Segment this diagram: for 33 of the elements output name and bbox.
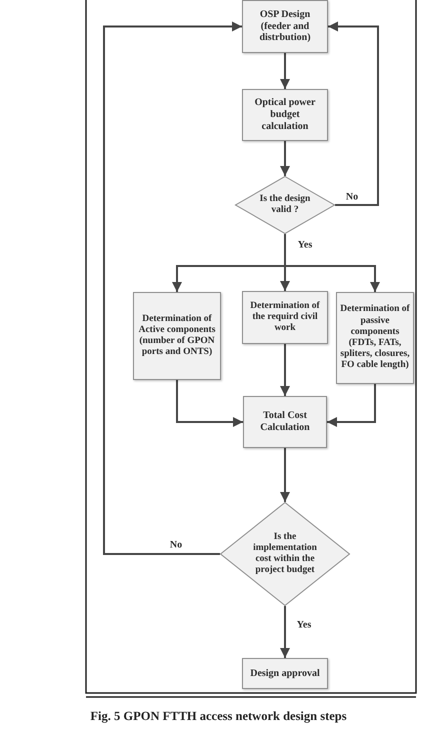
figure-caption: Fig. 5 GPON FTTH access network design steps bbox=[89, 709, 348, 724]
node-text: Total Cost Calculation bbox=[259, 410, 311, 434]
edge-label: Yes bbox=[296, 240, 314, 250]
arrow bbox=[280, 53, 290, 89]
node-text: Determination of the requird civil work bbox=[249, 300, 321, 334]
decision-diamond bbox=[235, 176, 335, 234]
process-box bbox=[242, 0, 328, 53]
node-text: Optical power budget calculation bbox=[254, 97, 316, 133]
arrow bbox=[280, 141, 290, 176]
process-box bbox=[133, 292, 221, 380]
process-box bbox=[242, 89, 328, 141]
node-text: Design approval bbox=[250, 668, 320, 680]
arrow bbox=[280, 344, 290, 396]
arrow bbox=[280, 606, 290, 658]
process-box bbox=[242, 658, 328, 689]
process-box bbox=[243, 396, 327, 448]
node-text: Determination of passive components (FDTs, FATs, spliters, closures, FO cable length) bbox=[340, 304, 410, 372]
arrow bbox=[103, 22, 242, 555]
edge-label: No bbox=[344, 192, 360, 202]
edge-label: No bbox=[168, 540, 184, 550]
decision-diamond bbox=[220, 502, 350, 606]
node-text: OSP Design (feeder and distrbution) bbox=[258, 8, 312, 44]
edge-label: Yes bbox=[296, 620, 312, 630]
process-box bbox=[242, 291, 328, 344]
arrow bbox=[327, 384, 376, 427]
node-text: Is the design valid ? bbox=[258, 194, 312, 216]
arrow bbox=[280, 448, 290, 502]
arrow bbox=[284, 234, 380, 292]
arrow bbox=[176, 380, 243, 427]
node-text: Is the implementation cost within the project budget bbox=[252, 532, 318, 576]
node-text: Determination of Active components (number of GPON ports and ONTS) bbox=[138, 314, 216, 358]
arrow bbox=[328, 22, 379, 206]
process-box bbox=[336, 292, 414, 384]
